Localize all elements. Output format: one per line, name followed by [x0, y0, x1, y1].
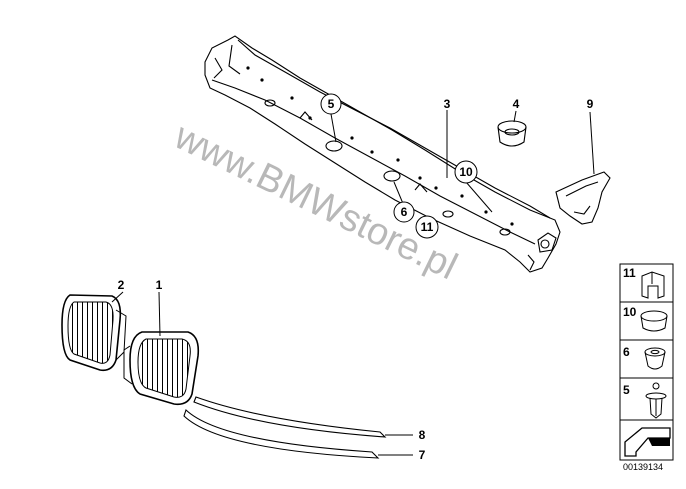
seal-strip-upper	[193, 396, 387, 438]
kidney-grille-left	[61, 294, 127, 372]
diagram-code: 00139134	[623, 462, 663, 472]
side-bracket	[555, 171, 611, 225]
kidney-grille-right	[123, 331, 200, 406]
part-label-10: 10	[459, 165, 473, 179]
part-label-9: 9	[587, 97, 594, 111]
legend-label-6: 6	[623, 345, 630, 359]
legend-label-11: 11	[623, 266, 636, 280]
legend-label-5: 5	[623, 383, 630, 397]
part-label-4: 4	[513, 97, 520, 111]
legend-label-10: 10	[623, 305, 637, 319]
cowl-panel	[204, 35, 561, 273]
grommet-icon	[644, 347, 666, 370]
part-label-5: 5	[328, 97, 335, 111]
part-label-3: 3	[444, 97, 451, 111]
part-label-6: 6	[401, 205, 408, 219]
cowl-holes	[246, 66, 514, 226]
part-label-8: 8	[419, 428, 426, 442]
arrow-icon	[624, 427, 671, 457]
fastener-legend: 11 10 6 5	[619, 263, 674, 461]
part-label-7: 7	[419, 448, 426, 462]
seal-strip-lower	[183, 409, 380, 459]
cap-icon	[640, 310, 668, 332]
rubber-grommet	[497, 120, 527, 147]
part-label-2: 2	[118, 278, 125, 292]
part-label-11: 11	[421, 220, 434, 234]
part-label-1: 1	[156, 278, 163, 292]
leader-lines	[111, 110, 595, 456]
part-labels: 5 3 4 9 10 6 11 2 1 8 7	[118, 93, 594, 462]
watermark: www.BMWstore.pl	[167, 115, 463, 288]
expanding-rivet-icon	[645, 382, 667, 419]
clip-icon	[641, 271, 665, 299]
